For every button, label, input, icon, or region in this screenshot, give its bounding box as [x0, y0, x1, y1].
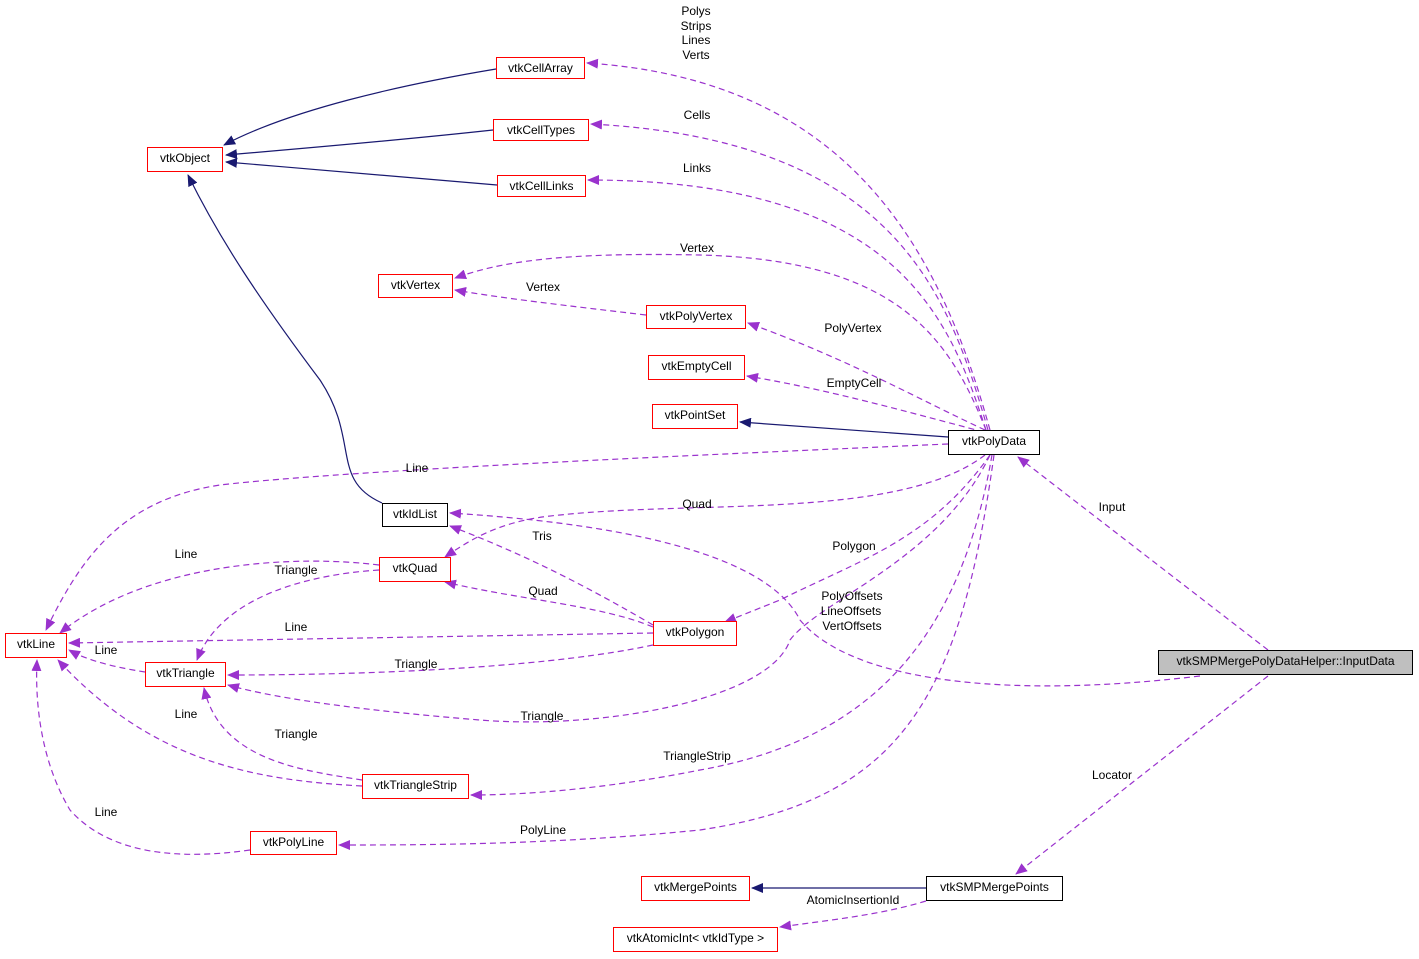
node-vtkobject[interactable]: vtkObject [147, 147, 223, 172]
label-line-quad: Line [174, 547, 198, 561]
edge-inputdata-to-vtkidlist [449, 508, 1201, 687]
edge-vtkpolydata-to-vtkemptycell [746, 372, 985, 433]
label-vertoffsets: VertOffsets [822, 619, 882, 633]
node-vtktrianglestrip[interactable]: vtkTriangleStrip [362, 774, 469, 799]
edge-vtkcelllinks-to-vtkobject [225, 157, 498, 186]
node-vtkpolydata[interactable]: vtkPolyData [948, 430, 1040, 455]
label-line-trianglestrip: Line [174, 707, 198, 721]
edge-vtkpolyline-to-vtkline [31, 659, 251, 855]
label-line-triangle: Line [94, 643, 118, 657]
edge-vtkidlist-to-vtkobject [187, 174, 383, 504]
label-quad-polygon: Quad [528, 584, 558, 598]
edge-vtkpolydata-to-vtkpolyline [338, 454, 995, 850]
label-trianglestrip: TriangleStrip [663, 749, 731, 763]
label-locator: Locator [1091, 768, 1133, 782]
edge-vtkpolydata-to-vtkcelltypes [590, 119, 989, 431]
edge-vtkpolygon-to-vtkidlist [449, 525, 654, 626]
edge-vtkcellarray-to-vtkobject [223, 68, 497, 146]
label-polygon: Polygon [832, 539, 876, 553]
edge-vtkpolydata-to-vtkvertex [454, 253, 987, 431]
edge-vtktrianglestrip-to-vtkline [57, 659, 363, 787]
edge-inputdata-to-vtkpolydata [1017, 456, 1269, 651]
edge-vtkquad-to-vtktriangle [196, 569, 380, 661]
label-triangle-trianglestrip: Triangle [274, 727, 318, 741]
node-vtkcelllinks[interactable]: vtkCellLinks [497, 175, 586, 197]
label-cellarray-lines: Lines [681, 33, 711, 47]
label-line-polygon: Line [284, 620, 308, 634]
edge-inputdata-to-vtksmpmergepoints [1015, 675, 1269, 875]
edge-vtkquad-to-vtkline [59, 560, 380, 634]
node-vtkpointset[interactable]: vtkPointSet [652, 404, 738, 429]
label-line-polyline: Line [94, 805, 118, 819]
node-vtkpolygon[interactable]: vtkPolygon [653, 621, 737, 646]
edge-vtkpolydata-to-vtkquad [444, 454, 986, 558]
node-vtkpolyvertex[interactable]: vtkPolyVertex [646, 305, 746, 329]
edge-vtkpolydata-to-vtkcellarray [586, 58, 991, 431]
label-atomicinsertionid: AtomicInsertionId [806, 893, 900, 907]
node-vtkcellarray[interactable]: vtkCellArray [496, 57, 585, 79]
label-cells: Cells [683, 108, 711, 122]
edge-vtkcelltypes-to-vtkobject [225, 129, 494, 160]
label-cellarray-verts: Verts [682, 48, 710, 62]
edge-vtkpolydata-to-vtkpolygon [724, 454, 991, 623]
label-input: Input [1098, 500, 1126, 514]
node-vtktriangle[interactable]: vtkTriangle [145, 662, 226, 687]
edge-vtkpolygon-to-vtktriangle [227, 644, 654, 680]
label-vertex-polydata: Vertex [679, 241, 715, 255]
node-vtkvertex[interactable]: vtkVertex [378, 274, 453, 298]
label-cellarray-strips: Strips [680, 19, 712, 33]
node-vtkemptycell[interactable]: vtkEmptyCell [648, 355, 745, 380]
edge-vtkpolydata-to-vtkcelllinks [587, 175, 987, 431]
node-vtkmergepoints[interactable]: vtkMergePoints [641, 876, 750, 901]
label-links: Links [682, 161, 712, 175]
label-vertex-polyvertex: Vertex [525, 280, 561, 294]
edge-vtksmpmergepoints-to-vtkatomicint [779, 900, 927, 931]
label-triangle-polydata: Triangle [520, 709, 564, 723]
label-lineoffsets: LineOffsets [820, 604, 882, 618]
edge-vtkpolygon-to-vtkquad [444, 579, 654, 628]
label-line-polydata: Line [405, 461, 429, 475]
node-vtkatomicint[interactable]: vtkAtomicInt< vtkIdType > [613, 927, 778, 952]
edge-vtktriangle-to-vtkline [68, 649, 146, 673]
label-polyvertex: PolyVertex [824, 321, 882, 335]
label-tris: Tris [532, 529, 552, 543]
edge-vtkpolyvertex-to-vtkvertex [454, 287, 647, 316]
label-polyoffsets: PolyOffsets [821, 589, 883, 603]
label-polyline: PolyLine [519, 823, 567, 837]
edge-vtkpolydata-to-vtkpointset [739, 417, 949, 438]
node-vtksmpmergepoints[interactable]: vtkSMPMergePoints [926, 876, 1063, 901]
node-vtkidlist[interactable]: vtkIdList [382, 503, 448, 527]
edge-vtkpolydata-to-vtktrianglestrip [470, 454, 993, 800]
node-vtkline[interactable]: vtkLine [5, 633, 67, 658]
node-vtkcelltypes[interactable]: vtkCellTypes [493, 119, 589, 141]
node-inputdata[interactable]: vtkSMPMergePolyDataHelper::InputData [1158, 650, 1413, 675]
label-quad-polydata: Quad [682, 497, 712, 511]
label-triangle-quad: Triangle [274, 563, 318, 577]
label-cellarray-polys: Polys [681, 4, 711, 18]
label-emptycell: EmptyCell [826, 376, 882, 390]
edge-vtktrianglestrip-to-vtktriangle [201, 687, 363, 781]
node-vtkpolyline[interactable]: vtkPolyLine [250, 831, 337, 855]
label-triangle-polygon: Triangle [394, 657, 438, 671]
node-vtkquad[interactable]: vtkQuad [379, 557, 451, 582]
edge-vtkpolydata-to-vtkline [45, 443, 949, 631]
edge-vtkpolydata-to-vtkpolyvertex [747, 322, 986, 431]
edge-vtkpolygon-to-vtkline [68, 632, 654, 648]
